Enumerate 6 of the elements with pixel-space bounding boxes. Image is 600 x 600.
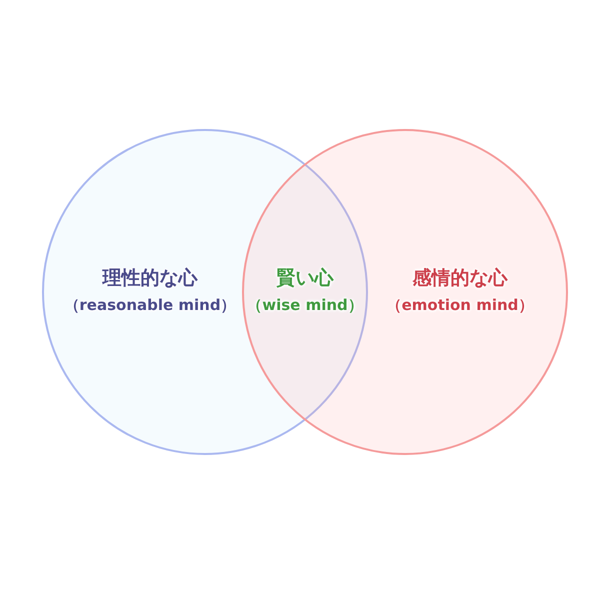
set-title: 感情的な心 — [412, 266, 508, 291]
overlap-subtitle: （wise mind） — [247, 296, 363, 315]
set-subtitle: （reasonable mind） — [64, 296, 236, 315]
overlap-title: 賢い心 — [276, 266, 334, 291]
set-title: 理性的な心 — [102, 266, 198, 291]
set-subtitle: （emotion mind） — [386, 296, 534, 315]
